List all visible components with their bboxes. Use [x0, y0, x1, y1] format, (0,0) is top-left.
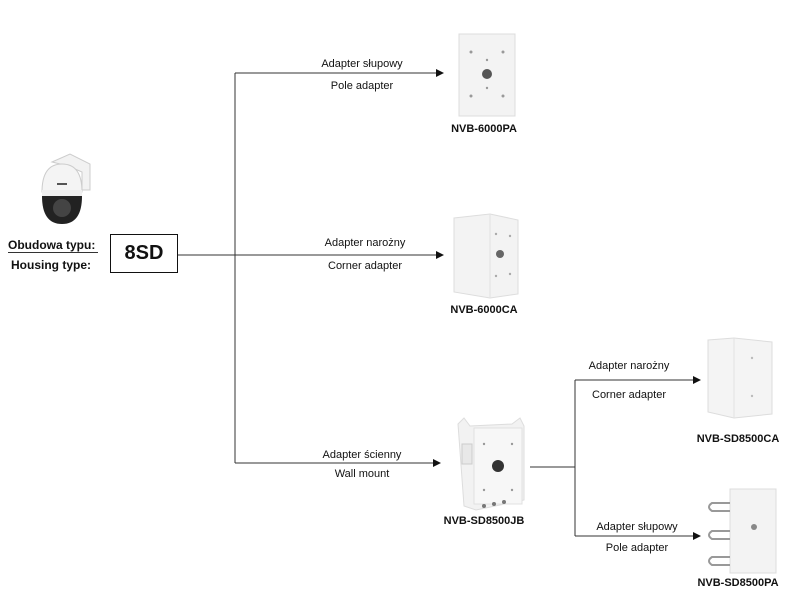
- product-name: NVB-SD8500CA: [696, 433, 780, 445]
- product-name: NVB-SD8500PA: [697, 577, 779, 589]
- housing-label-en: Housing type:: [11, 258, 91, 272]
- branch-label-en: Pole adapter: [330, 80, 394, 92]
- branch-label-en: Corner adapter: [328, 260, 402, 272]
- product-name: NVB-6000PA: [451, 123, 517, 135]
- branch-label-en: Wall mount: [334, 468, 390, 480]
- housing-type-value: 8SD: [110, 234, 178, 273]
- product-name: NVB-6000CA: [450, 304, 518, 316]
- corner-adapter-image: [453, 213, 519, 299]
- branch-label-pl: Adapter ścienny: [322, 449, 402, 461]
- branch-label-pl: Adapter narożny: [324, 237, 406, 249]
- sd-corner-adapter-image: [707, 337, 773, 419]
- housing-label-pl: Obudowa typu:: [8, 238, 99, 253]
- branch-label-pl: Adapter słupowy: [596, 521, 678, 533]
- branch-label-pl: Adapter narożny: [588, 360, 670, 372]
- product-name: NVB-SD8500JB: [443, 515, 525, 527]
- branch-label-en: Corner adapter: [592, 389, 666, 401]
- wall-mount-image: [457, 417, 525, 511]
- sd-pole-adapter-image: [708, 488, 777, 574]
- branch-label-en: Pole adapter: [605, 542, 669, 554]
- pole-adapter-image: [458, 33, 516, 117]
- ptz-camera-image: [41, 153, 91, 224]
- branch-label-pl: Adapter słupowy: [321, 58, 403, 70]
